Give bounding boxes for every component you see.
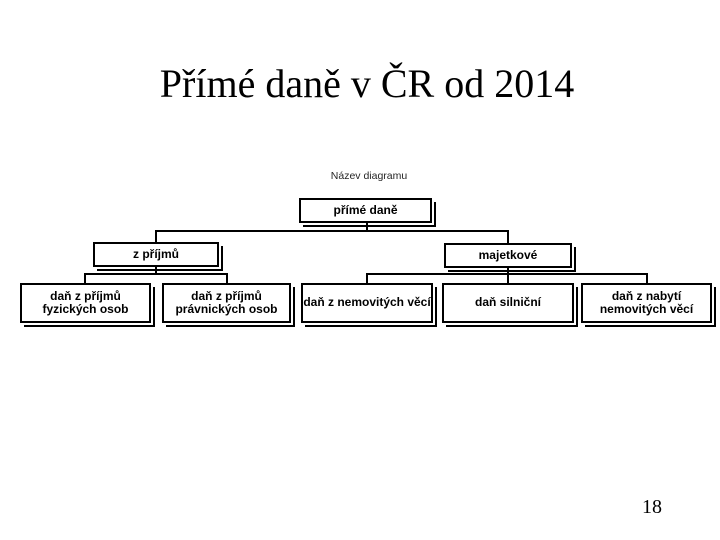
org-node-label: z příjmů: [132, 246, 179, 261]
connector-corporations-rise: [226, 273, 228, 285]
connector-property-rise: [507, 230, 509, 245]
page-number: 18: [642, 496, 662, 518]
org-node-root: přímé daně: [299, 198, 432, 223]
org-node-acquisition: daň z nabytí nemovitých věcí: [581, 283, 712, 323]
slide-title: Přímé daně v ČR od 2014: [159, 61, 575, 106]
org-node-road: daň silniční: [442, 283, 574, 323]
org-node-label: daň z nabytí nemovitých věcí: [599, 288, 694, 316]
connector-property-rail: [366, 273, 648, 275]
connector-acquisition-rise: [646, 273, 648, 285]
connector-real-estate-rise: [366, 273, 368, 285]
connector-income-rise: [155, 230, 157, 244]
org-node-label: majetkové: [478, 247, 538, 262]
connector-root-drop: [366, 221, 368, 232]
diagram-caption: Název diagramu: [330, 170, 408, 182]
connector-income-drop: [155, 265, 157, 275]
org-node-label: přímé daně: [333, 202, 398, 217]
org-node-label: daň z nemovitých věcí: [303, 295, 431, 310]
org-node-label: daň z příjmů právnických osob: [175, 288, 278, 316]
org-node-income-corporations: daň z příjmů právnických osob: [162, 283, 291, 323]
connector-property-drop: [507, 266, 509, 285]
connector-income-rail: [84, 273, 228, 275]
org-node-label: daň z příjmů fyzických osob: [42, 288, 129, 316]
org-node-real-estate: daň z nemovitých věcí: [301, 283, 433, 323]
connector-level1-rail: [155, 230, 509, 232]
connector-individuals-rise: [84, 273, 86, 285]
org-node-income-individuals: daň z příjmů fyzických osob: [20, 283, 151, 323]
org-node-income: z příjmů: [93, 242, 219, 267]
org-node-property: majetkové: [444, 243, 572, 268]
org-node-label: daň silniční: [474, 295, 541, 310]
